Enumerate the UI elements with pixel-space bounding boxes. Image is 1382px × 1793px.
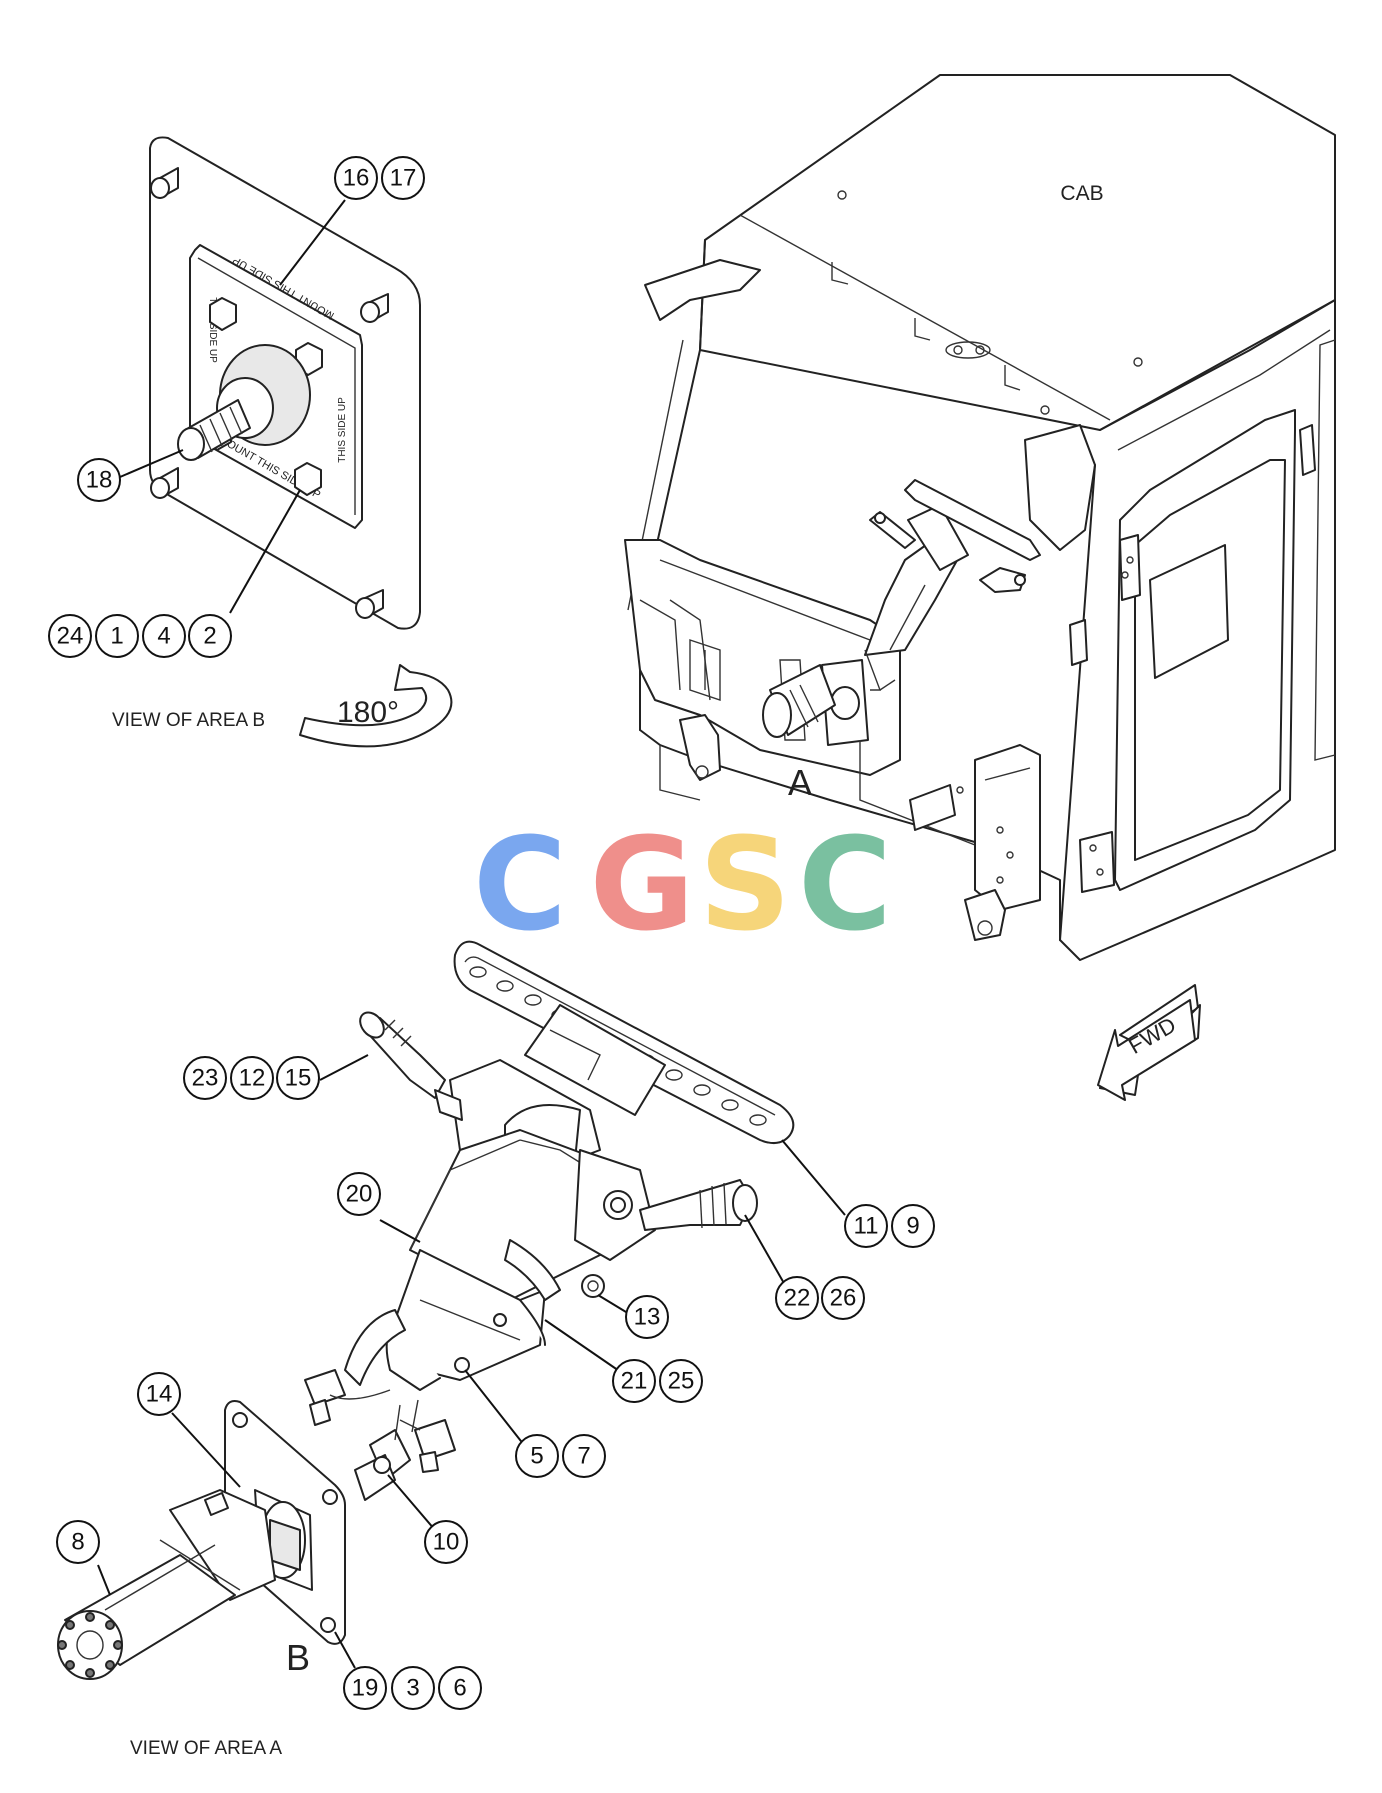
svg-text:5: 5 xyxy=(530,1443,543,1470)
svg-text:10: 10 xyxy=(433,1529,460,1556)
svg-text:17: 17 xyxy=(390,165,417,192)
callout-8: 8 xyxy=(56,1520,100,1564)
svg-text:19: 19 xyxy=(352,1675,379,1702)
callout-21: 21 xyxy=(612,1359,656,1403)
svg-text:26: 26 xyxy=(830,1285,857,1312)
watermark-letter-s: S xyxy=(699,811,791,960)
callout-26: 26 xyxy=(821,1276,865,1320)
callout-7: 7 xyxy=(562,1434,606,1478)
callout-10: 10 xyxy=(424,1520,468,1564)
callout-15: 15 xyxy=(276,1056,320,1100)
view-of-area-b-label: VIEW OF AREA B xyxy=(112,710,265,731)
callout-13: 13 xyxy=(625,1295,669,1339)
callout-5: 5 xyxy=(515,1434,559,1478)
svg-text:13: 13 xyxy=(634,1304,661,1331)
watermark-letter-c1: C xyxy=(473,811,567,960)
area-b-label: B xyxy=(286,1637,310,1678)
view-of-area-a-illustration xyxy=(57,940,795,1680)
callout-20: 20 xyxy=(337,1172,381,1216)
callout-12: 12 xyxy=(230,1056,274,1100)
leader-lines xyxy=(97,199,846,1669)
callout-17: 17 xyxy=(381,156,425,200)
plate-text-left: THIS SIDE UP xyxy=(207,297,218,363)
view-of-area-a-label: VIEW OF AREA A xyxy=(130,1738,282,1759)
plate-text-right: THIS SIDE UP xyxy=(337,397,348,463)
svg-text:11: 11 xyxy=(854,1213,879,1240)
callout-4: 4 xyxy=(142,614,186,658)
svg-text:4: 4 xyxy=(157,623,170,650)
rotation-arrow-icon xyxy=(299,664,453,748)
callout-2: 2 xyxy=(188,614,232,658)
callout-3: 3 xyxy=(391,1666,435,1710)
svg-text:15: 15 xyxy=(285,1065,312,1092)
rotation-label: 180° xyxy=(337,696,399,729)
svg-text:14: 14 xyxy=(146,1381,173,1408)
callout-23: 23 xyxy=(183,1056,227,1100)
callout-14: 14 xyxy=(137,1372,181,1416)
svg-text:23: 23 xyxy=(192,1065,219,1092)
callout-24: 24 xyxy=(48,614,92,658)
svg-text:18: 18 xyxy=(86,467,113,494)
callout-bubbles: 16 17 18 24 1 4 2 23 12 15 20 11 9 22 26… xyxy=(48,156,935,1710)
svg-text:2: 2 xyxy=(203,623,216,650)
callout-6: 6 xyxy=(438,1666,482,1710)
callout-1: 1 xyxy=(95,614,139,658)
area-a-label: A xyxy=(788,762,812,803)
svg-text:20: 20 xyxy=(346,1181,373,1208)
svg-text:3: 3 xyxy=(406,1675,419,1702)
callout-18: 18 xyxy=(77,458,121,502)
svg-text:7: 7 xyxy=(577,1443,590,1470)
svg-text:21: 21 xyxy=(621,1368,648,1395)
callout-9: 9 xyxy=(891,1204,935,1248)
watermark-letter-g: G xyxy=(589,811,694,960)
callout-22: 22 xyxy=(775,1276,819,1320)
callout-16: 16 xyxy=(334,156,378,200)
svg-text:25: 25 xyxy=(668,1368,695,1395)
svg-text:16: 16 xyxy=(343,165,370,192)
svg-text:8: 8 xyxy=(71,1529,84,1556)
cab-illustration xyxy=(624,74,1336,961)
cab-label: CAB xyxy=(1060,182,1103,205)
watermark-letter-c2: C xyxy=(798,811,892,960)
svg-text:22: 22 xyxy=(784,1285,811,1312)
watermark-logo: C G S C xyxy=(473,811,892,960)
svg-text:24: 24 xyxy=(57,623,84,650)
callout-11: 11 xyxy=(844,1204,888,1248)
svg-text:9: 9 xyxy=(906,1213,919,1240)
callout-25: 25 xyxy=(659,1359,703,1403)
svg-text:12: 12 xyxy=(239,1065,266,1092)
view-of-area-b-illustration: MOUNT THIS SIDE UP THIS SIDE UP THIS SID… xyxy=(149,136,421,630)
forward-arrow-icon xyxy=(1097,984,1201,1101)
callout-19: 19 xyxy=(343,1666,387,1710)
svg-text:6: 6 xyxy=(453,1675,466,1702)
svg-text:1: 1 xyxy=(110,623,123,650)
